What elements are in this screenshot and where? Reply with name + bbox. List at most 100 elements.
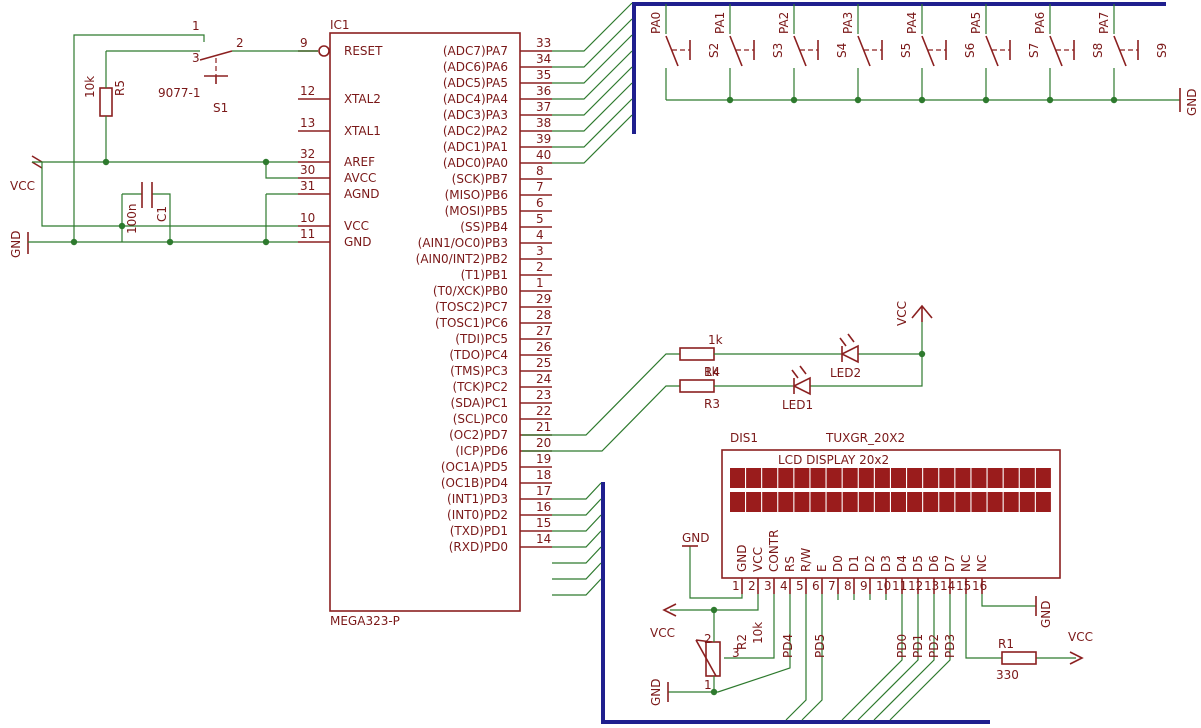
lcd-character-cell (1035, 468, 1051, 488)
lcd-pin-label: GND (735, 544, 749, 572)
lcd-character-cell (955, 468, 971, 488)
contrast-net (724, 594, 775, 659)
led1-name: LED1 (782, 398, 813, 412)
key-net-label: PA7 (1097, 12, 1111, 34)
r3-name: R3 (704, 397, 720, 411)
key-contact (1049, 35, 1063, 67)
ic-pin-number: 28 (536, 308, 551, 322)
lcd-pin-number: 9 (860, 579, 868, 593)
lcd-character-cell (971, 492, 987, 512)
portd-bus-entry (552, 514, 602, 532)
key-switch-name: S4 (835, 43, 849, 58)
ic-pin-number: 33 (536, 36, 551, 50)
ic-pin-label: (SCK)PB7 (452, 172, 508, 186)
lcd-name: DIS1 (730, 431, 758, 445)
portd-bus-section (552, 482, 990, 724)
ic-pin-number: 18 (536, 468, 551, 482)
lcd-character-cell (778, 492, 794, 512)
s1-pin2-number: 2 (236, 36, 244, 50)
ic-pin-label: (T0/XCK)PB0 (433, 284, 508, 298)
lcd-character-cell (1003, 492, 1019, 512)
ic-pin-number: 34 (536, 52, 551, 66)
lcd-character-cell (939, 492, 955, 512)
ic-pin-label: (SDA)PC1 (451, 396, 508, 410)
portd-bus-entry (552, 578, 602, 596)
rs-net (668, 594, 791, 693)
ic-pin-label: GND (344, 235, 372, 249)
ic-pin-label: AVCC (344, 171, 376, 185)
r5-value: 10k (83, 76, 97, 98)
porta-bus-entry (552, 66, 633, 116)
ic-pin-number: 20 (536, 436, 551, 450)
ic1-left-pins: 9RESET12XTAL213XTAL132AREF30AVCC31AGND10… (298, 36, 383, 249)
junction-dot (726, 96, 734, 104)
lcd-pin-label: D7 (943, 555, 957, 572)
reset-inversion-bubble (318, 45, 330, 57)
vcc-arrow-lcd (662, 603, 677, 617)
ic-pin-label: (TDI)PC5 (455, 332, 508, 346)
d7-net (889, 594, 951, 721)
lcd-character-cell (971, 468, 987, 488)
lcd-body (721, 449, 1061, 579)
ic-pin-label: AREF (344, 155, 375, 169)
lcd-pin-number: 11 (892, 579, 907, 593)
ic-pin-label: (ADC1)PA1 (443, 140, 508, 154)
agnd-net (265, 193, 298, 242)
ic-pin-label: AGND (344, 187, 380, 201)
ic1-microcontroller: IC1 MEGA323-P 9RESET12XTAL213XTAL132AREF… (298, 18, 552, 628)
ic-pin-number: 22 (536, 404, 551, 418)
ic-pin-number: 5 (536, 212, 544, 226)
ic-pin-number: 40 (536, 148, 551, 162)
lcd-character-cell (826, 492, 842, 512)
lcd-character-cell (907, 492, 923, 512)
ic-pin-number: 26 (536, 340, 551, 354)
ic-pin-number: 38 (536, 116, 551, 130)
ic-pin-number: 32 (300, 147, 315, 161)
r2-name: R2 (735, 634, 749, 650)
ic-pin-label: (SCL)PC0 (453, 412, 508, 426)
lcd-character-cell (987, 468, 1003, 488)
porta-bus (632, 2, 1166, 134)
r1-resistor (1001, 651, 1037, 665)
ic-pin-number: 4 (536, 228, 544, 242)
ic1-body (329, 32, 521, 612)
pd1-net-label: PD1 (911, 634, 925, 658)
ic-pin-label: (TDO)PC4 (449, 348, 508, 362)
key-contact (665, 35, 679, 67)
lcd-character-cell (891, 492, 906, 512)
ic-pin-number: 3 (536, 244, 544, 258)
key-switch-name: S7 (1027, 43, 1041, 58)
s1-pin3-number: 3 (192, 51, 200, 65)
lcd-pin-number: 4 (780, 579, 788, 593)
key-contact (857, 35, 871, 67)
s1-button (204, 75, 228, 84)
ic-pin-label: (OC1A)PD5 (441, 460, 508, 474)
ic-pin-number: 21 (536, 420, 551, 434)
lcd-pin-number: 8 (844, 579, 852, 593)
key-switch-name: S8 (1091, 43, 1105, 58)
ic-pin-number: 10 (300, 211, 315, 225)
lcd-pin-label: RS (783, 556, 797, 572)
led1-light-rays (791, 365, 807, 379)
s1-part: 9077-1 (158, 86, 201, 100)
ic-pin-label: (TOSC1)PC6 (435, 316, 508, 330)
key-net-label: PA2 (777, 12, 791, 34)
c1-net (121, 193, 171, 242)
lcd-pin-number: 15 (956, 579, 971, 593)
ic-pin-label: (INT1)PD3 (447, 492, 508, 506)
lcd-character-cell (923, 492, 939, 512)
vcc-label-lcd: VCC (650, 626, 675, 640)
key-contact (921, 35, 935, 67)
ic-pin-label: (ADC0)PA0 (443, 156, 508, 170)
ic-pin-label: (ICP)PD6 (455, 444, 508, 458)
gnd-label-left: GND (9, 230, 23, 258)
lcd-pin-label: D0 (831, 555, 845, 572)
key-contact (793, 35, 807, 67)
junction-dot (710, 688, 718, 696)
junction-dot (262, 158, 270, 166)
porta-bus-entry (552, 114, 633, 164)
ic-pin-number: 8 (536, 164, 544, 178)
porta-bus-entry (552, 98, 633, 148)
lcd-pin-label: D4 (895, 555, 909, 572)
